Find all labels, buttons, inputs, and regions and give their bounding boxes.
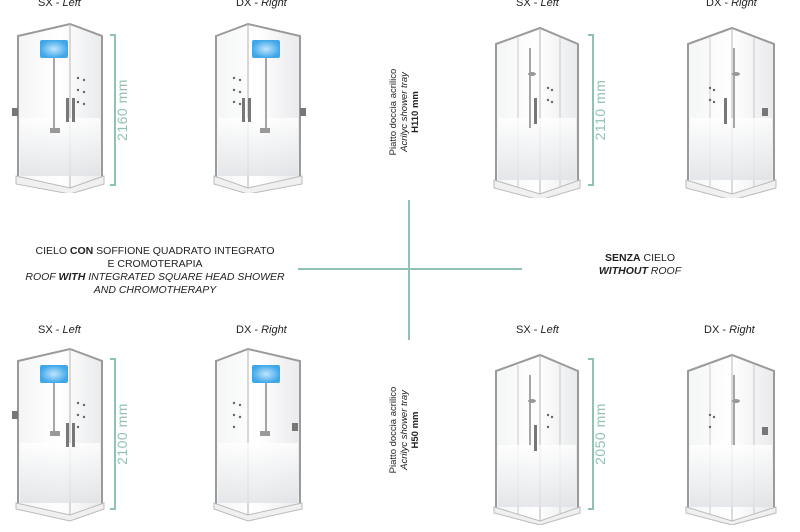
caption-bottom-right-sx: SX - Left bbox=[516, 324, 559, 336]
height-dimension-bottom-left: 2100 mm bbox=[110, 358, 130, 510]
shower-cabin-roof-dx bbox=[208, 18, 308, 193]
shower-tray-label-bottom: Piatto doccia acrilico Acrilyc shower tr… bbox=[388, 386, 421, 474]
height-dimension-top-left: 2160 mm bbox=[110, 34, 130, 186]
height-dimension-bottom-right: 2050 mm bbox=[588, 358, 608, 510]
roof-with-head-shower-description: CIELO CON SOFFIONE QUADRATO INTEGRATO E … bbox=[25, 245, 285, 296]
shower-cabin-roof-dx-low bbox=[208, 343, 308, 523]
caption-top-left-sx: SX - Left bbox=[38, 0, 81, 9]
shower-cabin-noroof-dx-low bbox=[682, 345, 782, 525]
shower-cabin-noroof-sx-low bbox=[490, 345, 590, 525]
shower-cabin-roof-sx-low bbox=[10, 343, 110, 523]
divider-vertical bbox=[408, 200, 410, 340]
caption-bottom-left-sx: SX - Left bbox=[38, 324, 81, 336]
caption-top-right-sx: SX - Left bbox=[516, 0, 559, 9]
caption-top-left-dx: DX - Right bbox=[236, 0, 287, 9]
caption-bottom-left-dx: DX - Right bbox=[236, 324, 287, 336]
without-roof-description: SENZA CIELO WITHOUT ROOF bbox=[598, 252, 682, 277]
shower-cabin-noroof-sx bbox=[490, 18, 590, 198]
height-dimension-top-right: 2110 mm bbox=[588, 34, 608, 186]
shower-tray-label-top: Piatto doccia acrilico Acrilyc shower tr… bbox=[388, 68, 421, 156]
caption-bottom-right-dx: DX - Right bbox=[704, 324, 755, 336]
divider-horizontal bbox=[298, 268, 522, 270]
shower-cabin-noroof-dx bbox=[682, 18, 782, 198]
shower-cabin-roof-sx bbox=[10, 18, 110, 193]
caption-top-right-dx: DX - Right bbox=[706, 0, 757, 9]
